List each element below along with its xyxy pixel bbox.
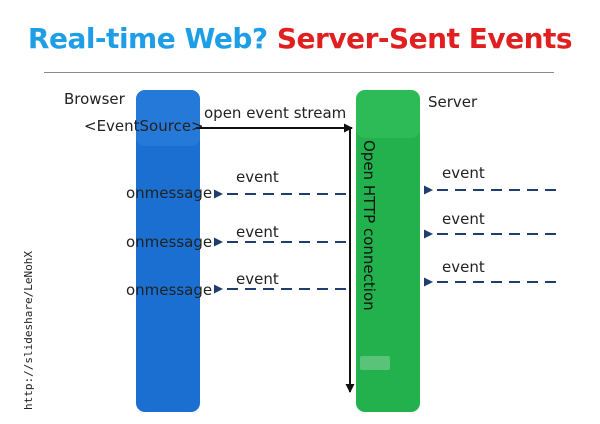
server-label: Server bbox=[428, 93, 478, 111]
client-event-label-1: event bbox=[236, 168, 279, 186]
open-connection-label: Open HTTP connection bbox=[360, 140, 378, 311]
client-event-arrows bbox=[214, 189, 346, 294]
server-event-label-3: event bbox=[442, 258, 485, 276]
onmessage-label-3: onmessage bbox=[126, 281, 213, 299]
server-bar bbox=[356, 90, 420, 412]
stream-label: open event stream bbox=[204, 104, 347, 122]
server-event-label-1: event bbox=[442, 164, 485, 182]
title-part2: Server-Sent Events bbox=[276, 22, 573, 55]
browser-bar bbox=[136, 90, 200, 412]
source-url: http://slideshare/LeNohX bbox=[22, 251, 35, 410]
eventsource-label: <EventSource> bbox=[84, 117, 204, 135]
browser-label: Browser bbox=[64, 90, 125, 108]
watermark-logo bbox=[360, 356, 390, 370]
onmessage-label-1: onmessage bbox=[126, 184, 213, 202]
server-event-arrows bbox=[424, 185, 556, 287]
title-divider bbox=[44, 72, 554, 73]
onmessage-label-2: onmessage bbox=[126, 233, 213, 251]
diagram-title: Real-time Web? Server-Sent Events bbox=[0, 22, 600, 55]
client-event-label-2: event bbox=[236, 223, 279, 241]
title-part1: Real-time Web? bbox=[27, 22, 268, 55]
server-event-label-2: event bbox=[442, 210, 485, 228]
client-event-label-3: event bbox=[236, 270, 279, 288]
